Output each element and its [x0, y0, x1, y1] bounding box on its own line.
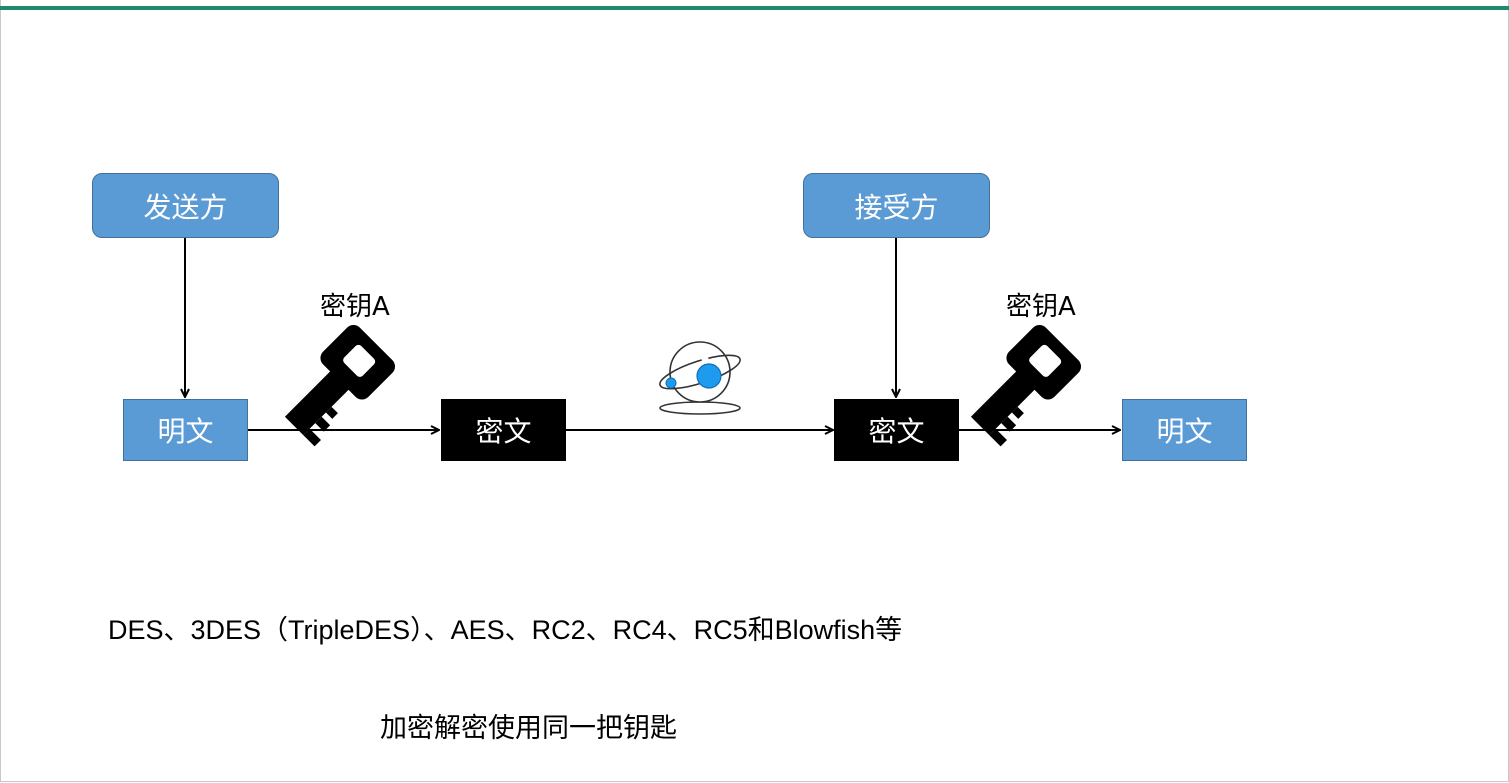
receiver-node: 接受方	[803, 173, 990, 238]
key-label-right: 密钥A	[1006, 292, 1076, 322]
header-accent-bar	[0, 6, 1509, 10]
key-label-left: 密钥A	[320, 292, 390, 322]
receiver-label: 接受方	[854, 190, 939, 224]
plaintext-node-left: 明文	[123, 399, 248, 461]
key-icon-right	[970, 324, 1082, 447]
sender-label: 发送方	[143, 190, 228, 224]
ciphertext-node-left: 密文	[441, 399, 566, 461]
algorithm-list: DES、3DES（TripleDES）、AES、RC2、RC4、RC5和Blow…	[108, 615, 903, 645]
plaintext-label-right: 明文	[1156, 415, 1213, 448]
ciphertext-label-left: 密文	[475, 415, 532, 448]
sender-node: 发送方	[92, 173, 279, 238]
ciphertext-label-right: 密文	[868, 415, 925, 448]
ciphertext-node-right: 密文	[834, 399, 959, 461]
plaintext-node-right: 明文	[1122, 399, 1247, 461]
symmetric-key-note: 加密解密使用同一把钥匙	[380, 713, 677, 744]
key-icon-left	[284, 324, 396, 447]
plaintext-label-left: 明文	[157, 415, 214, 448]
